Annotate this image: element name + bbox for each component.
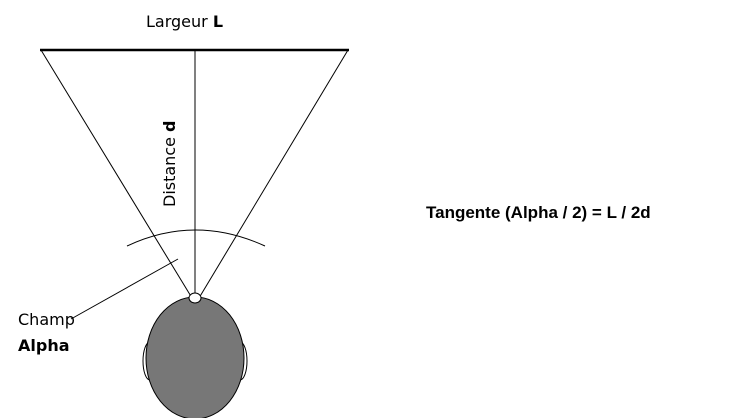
angle-name-label: Alpha <box>18 336 70 355</box>
nose <box>188 292 202 304</box>
formula-text: Tangente (Alpha / 2) = L / 2d <box>426 203 651 222</box>
cone-right-edge <box>198 49 349 299</box>
distance-symbol: d <box>160 120 179 132</box>
angle-arc <box>126 229 266 247</box>
head <box>145 296 245 418</box>
field-label: Champ <box>18 310 75 329</box>
width-label: Largeur L <box>146 12 224 31</box>
width-symbol: L <box>212 12 224 31</box>
label-pointer-line <box>70 258 179 320</box>
distance-label: Distance d <box>160 120 179 208</box>
cone-left-edge <box>40 49 193 299</box>
